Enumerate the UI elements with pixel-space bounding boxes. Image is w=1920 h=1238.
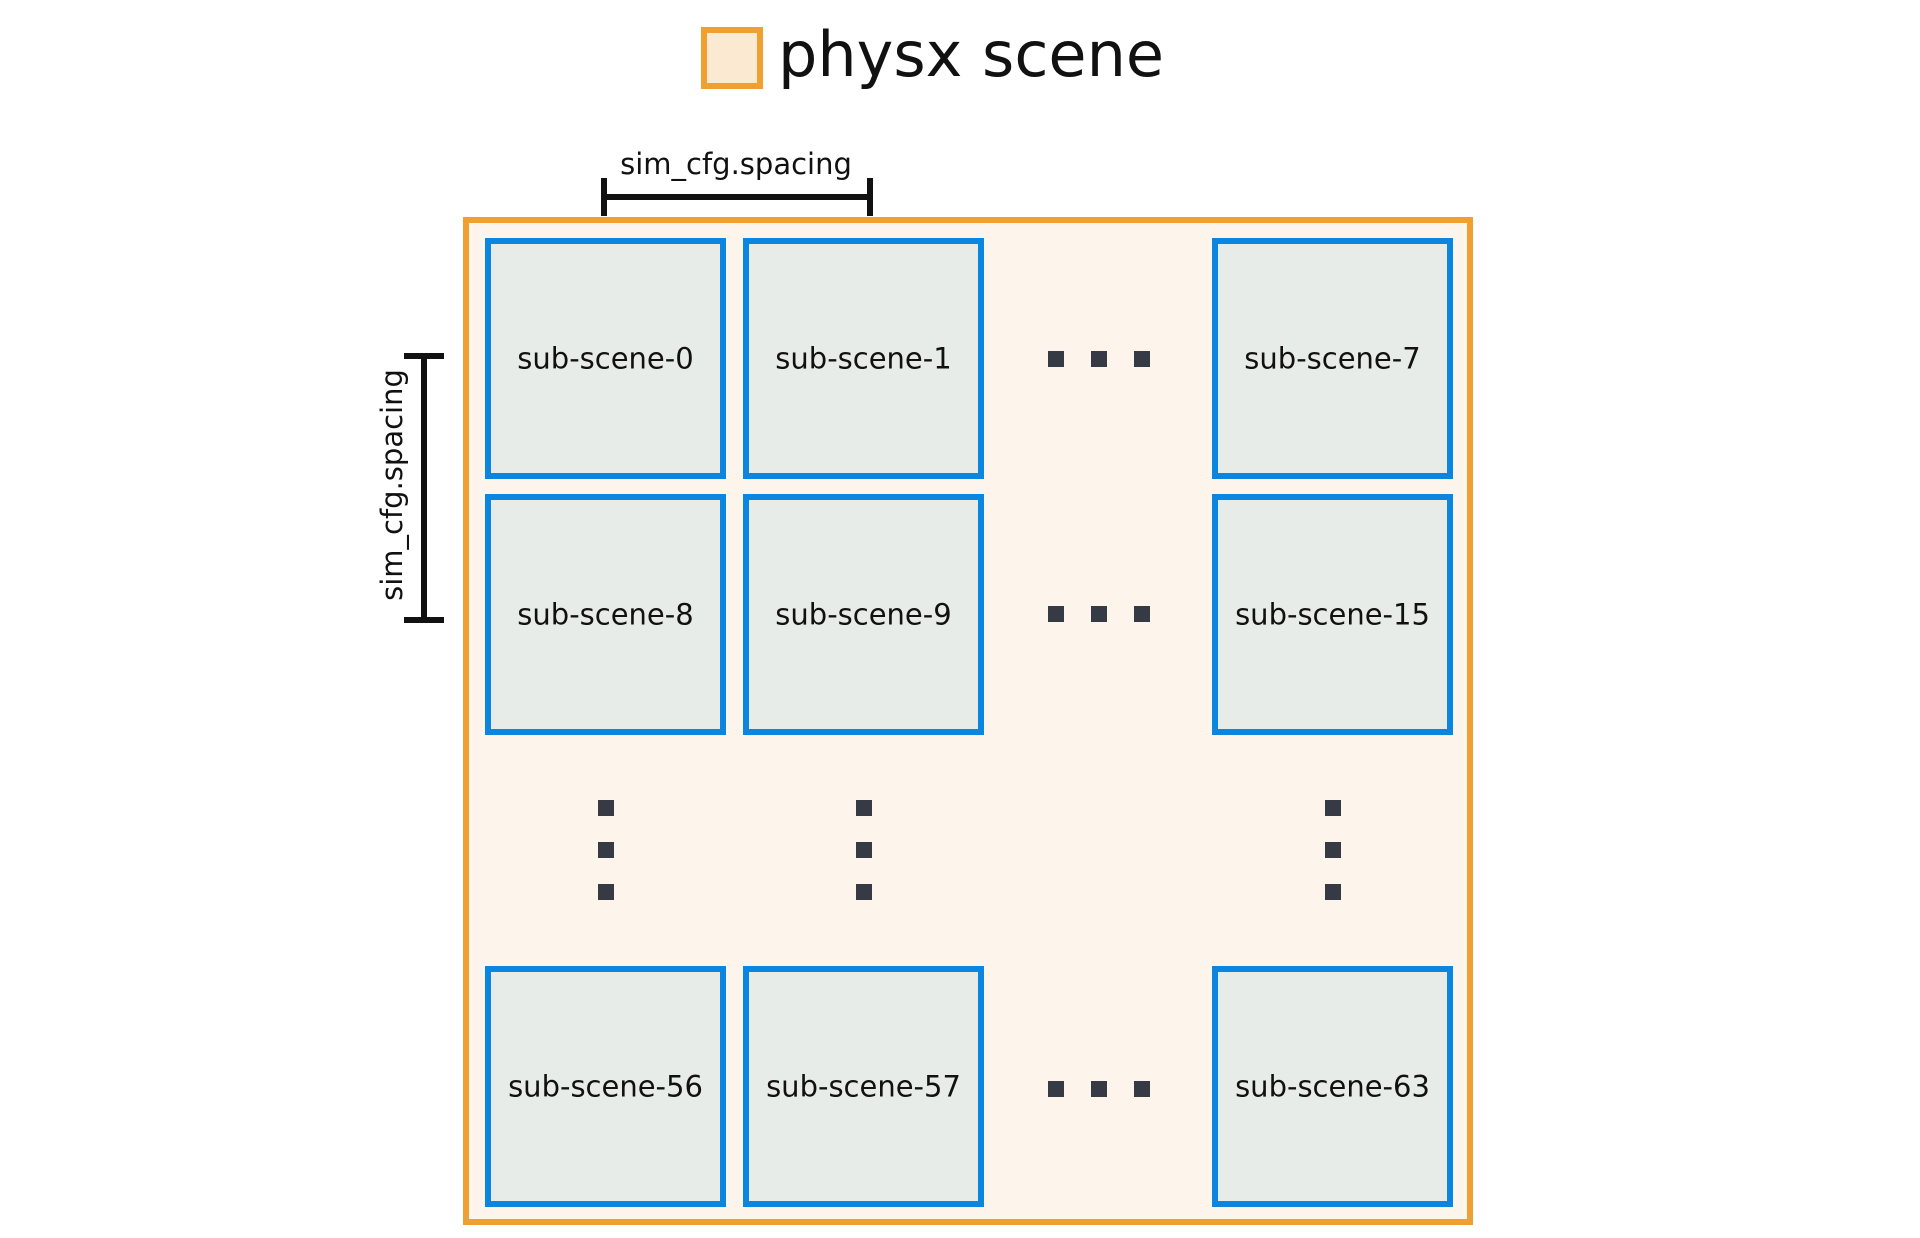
- vertical-spacing-label: sim_cfg.spacing: [375, 369, 409, 601]
- sub-scene-cell: sub-scene-1: [743, 238, 984, 479]
- svg-text:sub-scene-7: sub-scene-7: [1244, 342, 1420, 376]
- svg-text:sub-scene-57: sub-scene-57: [766, 1070, 961, 1104]
- horizontal-ellipsis-icon: [1048, 351, 1150, 367]
- sub-scene-cell: sub-scene-57: [743, 966, 984, 1207]
- legend: physx scene: [701, 18, 1164, 91]
- sub-scene-cell: sub-scene-9: [743, 494, 984, 735]
- horizontal-spacing-marker: sim_cfg.spacing: [601, 147, 873, 216]
- svg-text:sub-scene-15: sub-scene-15: [1235, 598, 1430, 632]
- sub-scene-cell: sub-scene-63: [1212, 966, 1453, 1207]
- svg-text:sub-scene-9: sub-scene-9: [775, 598, 951, 632]
- horizontal-ellipsis-icon: [1048, 1081, 1150, 1097]
- sub-scene-cell: sub-scene-56: [485, 966, 726, 1207]
- sub-scene-cell: sub-scene-8: [485, 494, 726, 735]
- svg-text:sub-scene-1: sub-scene-1: [775, 342, 951, 376]
- vertical-ellipsis-icon: [1325, 800, 1341, 900]
- svg-text:sub-scene-63: sub-scene-63: [1235, 1070, 1430, 1104]
- svg-text:sub-scene-0: sub-scene-0: [517, 342, 693, 376]
- svg-text:sub-scene-56: sub-scene-56: [508, 1070, 703, 1104]
- sub-scene-cell: sub-scene-0: [485, 238, 726, 479]
- svg-text:sub-scene-8: sub-scene-8: [517, 598, 693, 632]
- legend-swatch-icon: [701, 27, 763, 89]
- sub-scene-cell: sub-scene-15: [1212, 494, 1453, 735]
- vertical-ellipsis-icon: [856, 800, 872, 900]
- horizontal-spacing-label: sim_cfg.spacing: [620, 147, 852, 181]
- sub-scene-cell: sub-scene-7: [1212, 238, 1453, 479]
- vertical-ellipsis-icon: [598, 800, 614, 900]
- vertical-spacing-marker: sim_cfg.spacing: [375, 353, 444, 623]
- horizontal-ellipsis-icon: [1048, 606, 1150, 622]
- legend-label: physx scene: [778, 18, 1164, 91]
